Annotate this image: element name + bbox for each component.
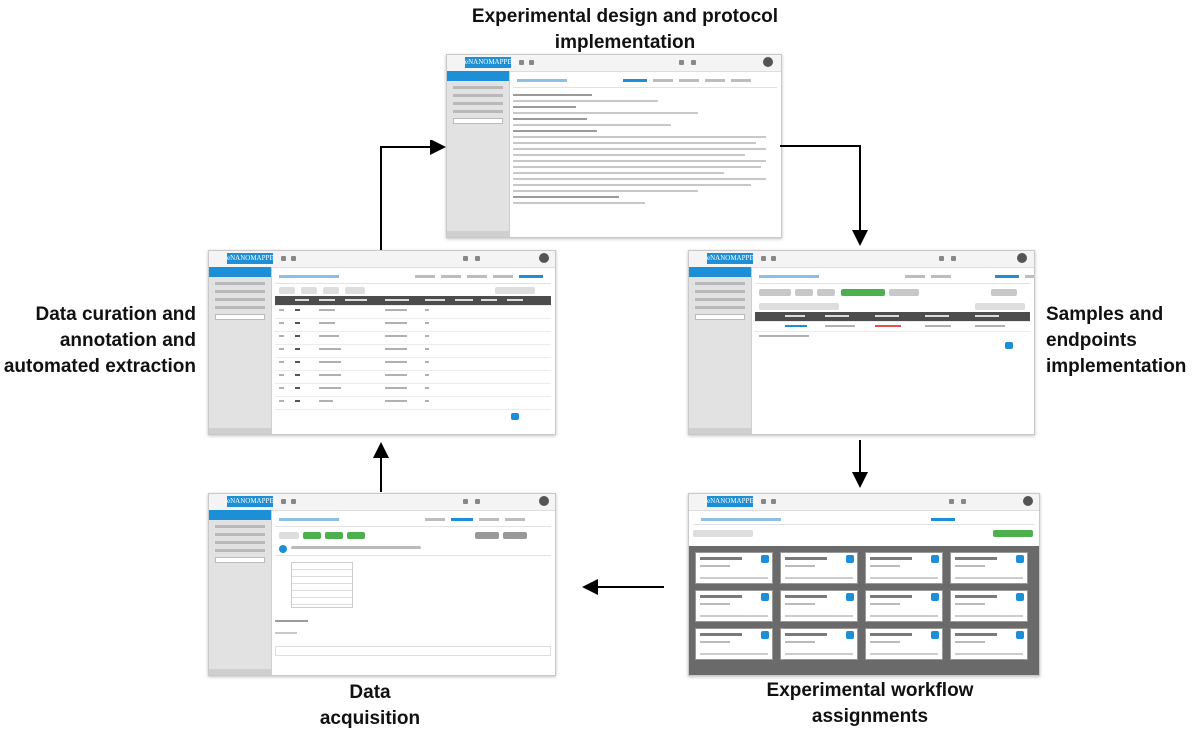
gear-icon: [961, 499, 966, 504]
label-acquisition-line-1: Data: [349, 682, 391, 703]
user-avatar-icon: [539, 496, 549, 506]
arrow-curation-to-design: [380, 140, 446, 250]
nav-icon: [291, 256, 296, 261]
samples-main: [755, 271, 1034, 430]
label-curation-line-1: Data curation and: [35, 304, 196, 325]
screenshot-workflow: eNANOMAPPER: [688, 493, 1040, 676]
workflow-card[interactable]: [780, 552, 858, 584]
gear-icon: [691, 60, 696, 65]
workflow-panel: [689, 546, 1039, 675]
label-design-line-1: Experimental design and protocol: [471, 6, 779, 27]
brand-logo: eNANOMAPPER: [227, 253, 279, 264]
arrow-acquisition-to-curation: [373, 442, 389, 492]
label-curation-line-3: automated extraction: [3, 356, 196, 377]
acquisition-main: [275, 514, 551, 671]
workflow-card[interactable]: [695, 628, 773, 660]
workflow-card[interactable]: [780, 590, 858, 622]
workflow-crumb: [693, 514, 1035, 525]
workflow-card[interactable]: [865, 552, 943, 584]
nav-icon: [761, 499, 766, 504]
sidebar: [209, 510, 272, 675]
nav-icon: [519, 60, 524, 65]
user-avatar-icon: [539, 253, 549, 263]
nav-icon: [771, 256, 776, 261]
user-avatar-icon: [763, 57, 773, 67]
search-icon: [463, 256, 468, 261]
sidebar: [689, 267, 752, 434]
label-samples-line-2: endpoints: [1046, 330, 1137, 351]
label-samples-line-3: implementation: [1046, 356, 1187, 377]
workflow-card[interactable]: [695, 552, 773, 584]
brand-logo: eNANOMAPPER: [465, 57, 517, 68]
workflow-card[interactable]: [865, 590, 943, 622]
label-samples: Samples and endpoints implementation: [1046, 302, 1196, 380]
label-design: Experimental design and protocol impleme…: [435, 4, 815, 56]
label-curation: Data curation and annotation and automat…: [0, 302, 196, 380]
arrow-workflow-to-acquisition: [582, 579, 664, 595]
workflow-card[interactable]: [780, 628, 858, 660]
label-acquisition: Data acquisition: [290, 680, 450, 732]
brand-logo: eNANOMAPPER: [227, 496, 279, 507]
search-icon: [939, 256, 944, 261]
sidebar: [447, 71, 510, 237]
curation-main: [275, 271, 551, 430]
nav-icon: [529, 60, 534, 65]
nav-icon: [281, 499, 286, 504]
label-workflow-line-1: Experimental workflow: [766, 680, 974, 701]
topbar: eNANOMAPPER: [209, 251, 555, 268]
screenshot-protocol: eNANOMAPPER: [446, 54, 782, 238]
workflow-card[interactable]: [950, 590, 1028, 622]
brand-logo: eNANOMAPPER: [707, 496, 759, 507]
label-curation-line-2: annotation and: [59, 330, 196, 351]
label-design-line-2: implementation: [554, 32, 696, 53]
arrow-samples-to-workflow: [852, 440, 868, 488]
topbar: eNANOMAPPER: [447, 55, 781, 72]
nav-icon: [281, 256, 286, 261]
gear-icon: [951, 256, 956, 261]
nav-icon: [761, 256, 766, 261]
user-avatar-icon: [1023, 496, 1033, 506]
topbar: eNANOMAPPER: [689, 251, 1034, 268]
search-icon: [949, 499, 954, 504]
topbar: eNANOMAPPER: [689, 494, 1039, 511]
screenshot-acquisition: eNANOMAPPER: [208, 493, 556, 676]
user-avatar-icon: [1017, 253, 1027, 263]
screenshot-curation: eNANOMAPPER: [208, 250, 556, 435]
label-samples-line-1: Samples and: [1046, 304, 1164, 325]
nav-icon: [291, 499, 296, 504]
brand-logo: eNANOMAPPER: [707, 253, 759, 264]
search-icon: [463, 499, 468, 504]
search-icon: [679, 60, 684, 65]
label-acquisition-line-2: acquisition: [319, 708, 421, 729]
label-workflow: Experimental workflow assignments: [700, 678, 1040, 730]
workflow-card[interactable]: [865, 628, 943, 660]
workflow-card[interactable]: [950, 628, 1028, 660]
workflow-card[interactable]: [695, 590, 773, 622]
gear-icon: [475, 256, 480, 261]
sidebar: [209, 267, 272, 434]
topbar: eNANOMAPPER: [209, 494, 555, 511]
protocol-main: [513, 75, 777, 233]
nav-icon: [771, 499, 776, 504]
workflow-card[interactable]: [950, 552, 1028, 584]
arrow-design-to-samples: [780, 145, 868, 246]
screenshot-samples: eNANOMAPPER: [688, 250, 1035, 435]
gear-icon: [475, 499, 480, 504]
label-workflow-line-2: assignments: [811, 706, 929, 727]
